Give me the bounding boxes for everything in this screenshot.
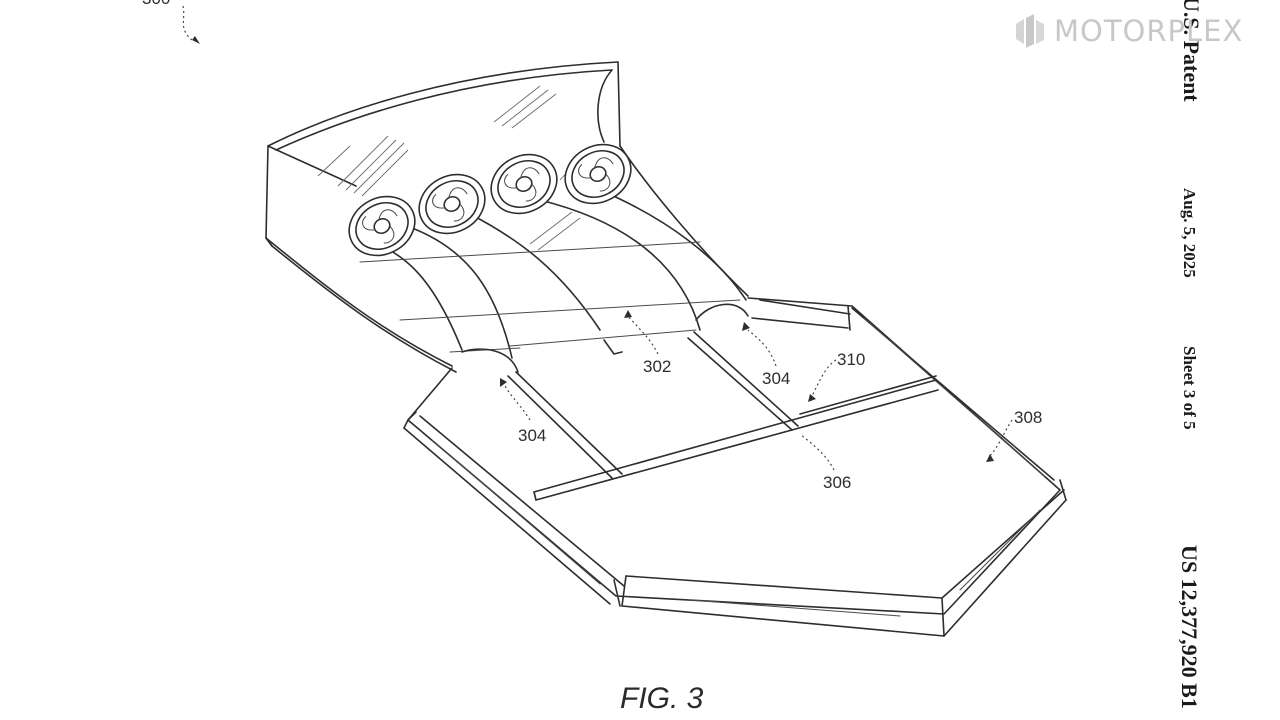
ref-304-right-arrow	[742, 322, 750, 331]
ref-304-left-leader	[503, 383, 531, 421]
ref-308-arrow	[986, 454, 994, 462]
fan-unit-3	[490, 153, 558, 215]
panel-dividers	[507, 331, 939, 501]
fan-unit-2	[418, 173, 486, 235]
ref-310: 310	[808, 350, 865, 402]
ref-300-label: 300	[142, 0, 170, 8]
ref-304-left-arrow	[500, 378, 507, 387]
patent-date: Aug. 5, 2025	[1180, 188, 1199, 278]
ref-304-left: 304	[500, 378, 546, 445]
lift-fairing	[265, 145, 749, 373]
ref-310-leader	[811, 359, 837, 397]
watermark-text: MOTORPLEX	[1054, 14, 1244, 48]
fan-unit-1	[348, 195, 416, 257]
patent-number: US 12,377,920 B1	[1177, 545, 1202, 709]
base-platform	[403, 297, 1067, 637]
ref-306-label: 306	[823, 473, 851, 492]
figure-label: FIG. 3	[620, 682, 704, 715]
ref-310-arrow	[808, 394, 816, 402]
canopy	[265, 61, 621, 251]
ref-302-label: 302	[643, 357, 671, 376]
ref-304-right: 304	[742, 322, 790, 388]
fan-unit-4	[564, 143, 632, 205]
ref-304-left-label: 304	[518, 426, 546, 445]
ref-300-arrow	[192, 36, 200, 44]
motorplex-watermark: MOTORPLEX	[1014, 14, 1243, 48]
ref-302-arrow	[624, 310, 632, 318]
patent-title: U.S. Patent	[1179, 0, 1204, 102]
ref-308-label: 308	[1014, 408, 1042, 427]
patent-sheet: Sheet 3 of 5	[1180, 346, 1199, 430]
ref-304-right-leader	[747, 329, 777, 367]
ref-308: 308	[986, 408, 1042, 462]
ref-310-label: 310	[837, 350, 865, 369]
ref-304-right-label: 304	[762, 369, 790, 388]
ref-306-leader	[799, 433, 835, 471]
ref-306: 306	[799, 433, 851, 492]
motorplex-logo-icon	[1016, 14, 1044, 48]
ref-308-leader	[989, 419, 1013, 457]
ref-300-leader	[182, 5, 193, 41]
ref-302: 302	[624, 310, 671, 376]
